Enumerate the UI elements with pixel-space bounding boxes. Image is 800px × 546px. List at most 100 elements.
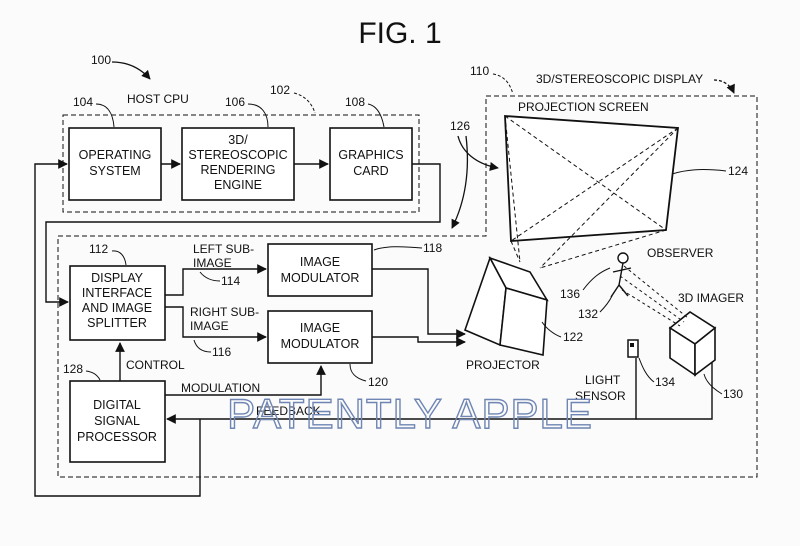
ref-136: 136: [560, 287, 580, 301]
ref-130-leader: [703, 373, 723, 395]
ref-104: 104: [73, 95, 93, 109]
left-sub-image-arrow: [165, 264, 267, 296]
modulation-arrow: [165, 365, 326, 396]
ref-136-leader: [582, 267, 611, 291]
tracking-line-3: [621, 289, 681, 327]
ref-128: 128: [63, 362, 83, 376]
ref-100: 100: [91, 53, 111, 67]
beam-2: [510, 240, 521, 263]
imager-cube-icon: [668, 311, 717, 377]
operating-system-line-2: SYSTEM: [89, 164, 140, 178]
ref-118: 118: [423, 241, 442, 255]
screen-diagonal-2: [510, 127, 679, 242]
ref-104-leader: [95, 103, 115, 128]
ref-120: 120: [368, 375, 388, 389]
host-cpu-label: HOST CPU: [127, 92, 189, 106]
imager-feedback-line: [636, 358, 713, 420]
left-sub-image-label-1: LEFT SUB-: [193, 242, 254, 256]
watermark-text: PATENTLY APPLE: [227, 390, 593, 437]
ref-132: 132: [578, 307, 598, 321]
observer-label: OBSERVER: [647, 246, 714, 260]
rendering-engine-line-3: RENDERING: [200, 163, 275, 177]
graphics-to-splitter-line: [45, 163, 441, 307]
tracking-line-1: [623, 265, 689, 319]
imager-3d-label: 3D IMAGER: [678, 291, 744, 305]
splitter-line-2: INTERFACE: [82, 286, 152, 300]
graphics-card-line-2: CARD: [353, 164, 388, 178]
splitter-box: [69, 265, 166, 341]
beam-4: [539, 229, 667, 269]
ref-106: 106: [225, 95, 245, 109]
image-modulator-top-line-1: IMAGE: [300, 255, 340, 269]
ref-108-leader: [367, 103, 385, 128]
graphics-card-line-1: GRAPHICS: [338, 148, 403, 162]
ref-122-leader: [541, 321, 562, 338]
right-sub-image-label-1: RIGHT SUB-: [190, 305, 259, 319]
control-label: CONTROL: [126, 358, 185, 372]
rendering-engine-box: [181, 127, 295, 201]
right-sub-image-label-2: IMAGE: [190, 319, 229, 333]
beam-1: [504, 115, 521, 263]
display-system-label: 3D/STEREOSCOPIC DISPLAY: [536, 72, 703, 86]
dsp-box: [69, 380, 166, 463]
ref-124: 124: [728, 164, 748, 178]
light-sensor-label-2: SENSOR: [575, 389, 626, 403]
right-sub-image-arrow: [165, 306, 267, 342]
left-sub-image-label-2: IMAGE: [193, 256, 232, 270]
ref-110-leader: [492, 73, 514, 95]
rendering-engine-line-4: ENGINE: [214, 178, 262, 192]
ref-112-leader: [111, 250, 127, 266]
rendering-engine-line-2: STEREOSCOPIC: [188, 148, 287, 162]
ref-116: 116: [212, 345, 231, 359]
dsp-line-1: DIGITAL: [93, 398, 141, 412]
projection-screen-label: PROJECTION SCREEN: [518, 100, 649, 114]
figure-title: FIG. 1: [358, 17, 441, 50]
feedback-label: FEEDBACK: [256, 404, 321, 418]
ref-128-leader: [85, 370, 101, 381]
display-system-arrow: [713, 79, 735, 94]
ref-120-leader: [349, 363, 367, 382]
ref-114: 114: [221, 274, 240, 288]
rendering-engine-line-1: 3D/: [228, 133, 248, 147]
light-sensor-icon: [627, 339, 639, 358]
projector-label: PROJECTOR: [466, 358, 540, 372]
dsp-line-2: SIGNAL: [94, 414, 140, 428]
screen-diagonal-1: [504, 115, 667, 231]
ref-126-arrow-screen: [457, 135, 499, 172]
ref-130: 130: [723, 387, 743, 401]
image-modulator-bottom-box: [267, 310, 373, 364]
image-modulator-bottom-line-1: IMAGE: [300, 321, 340, 335]
light-sensor-label-1: LIGHT: [585, 373, 621, 387]
display-system-enclosure: [57, 95, 758, 478]
ref-118-leader: [373, 246, 423, 251]
ref-132-leader: [599, 295, 613, 313]
dsp-to-os-loop-line: [34, 159, 201, 497]
image-modulator-top-box: [267, 243, 373, 297]
splitter-line-3: AND IMAGE: [82, 301, 152, 315]
modulation-label: MODULATION: [181, 381, 260, 395]
ref-100-arrow: [111, 61, 151, 80]
ref-134: 134: [655, 375, 675, 389]
ref-108: 108: [345, 95, 365, 109]
projector-icon: [463, 256, 549, 356]
ref-106-leader: [247, 103, 269, 128]
ref-110: 110: [470, 64, 489, 78]
dsp-line-3: PROCESSOR: [77, 430, 157, 444]
bottom-modulator-to-projector-arrow: [372, 336, 466, 347]
ref-122: 122: [563, 330, 583, 344]
ref-124-leader: [671, 169, 727, 175]
ref-116-leader: [193, 339, 212, 353]
ref-134-leader: [638, 357, 655, 383]
ref-126: 126: [450, 119, 470, 133]
projection-screen: [504, 115, 680, 242]
ref-126-arrow-down: [451, 135, 469, 229]
observer-figure-icon: [610, 252, 632, 298]
top-modulator-to-projector-arrow: [372, 268, 466, 339]
splitter-line-1: DISPLAY: [91, 271, 144, 285]
operating-system-line-1: OPERATING: [79, 148, 152, 162]
image-modulator-top-line-2: MODULATOR: [281, 271, 360, 285]
operating-system-box: [68, 127, 162, 201]
tracking-line-2: [619, 275, 685, 323]
ref-112: 112: [89, 242, 108, 256]
